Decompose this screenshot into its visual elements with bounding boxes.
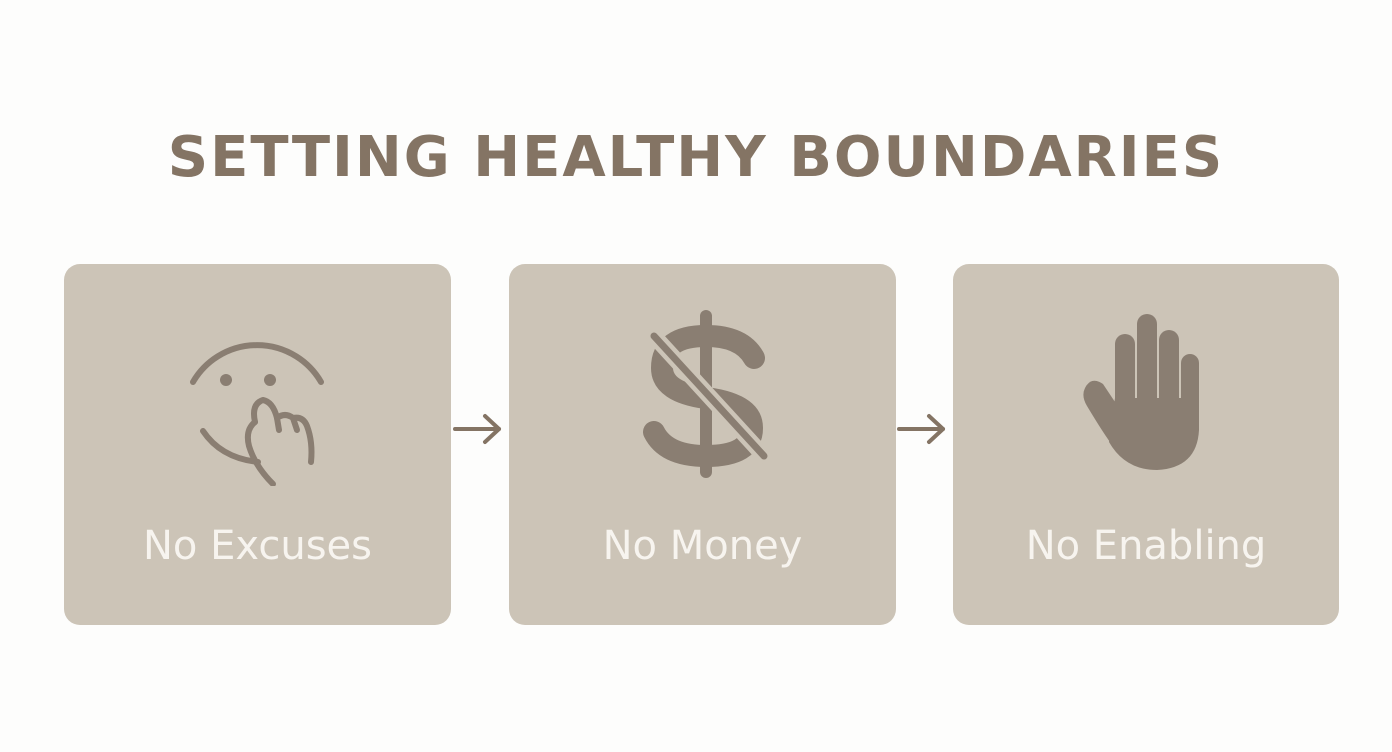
no-dollar-icon — [618, 306, 788, 486]
shushing-face-icon — [173, 306, 343, 486]
step-label: No Enabling — [1025, 523, 1267, 569]
stop-hand-icon — [1061, 306, 1231, 486]
arrow-right-icon — [895, 412, 949, 446]
step-card-no-excuses: No Excuses — [64, 264, 451, 625]
step-label: No Excuses — [143, 523, 372, 569]
arrow-right-icon — [451, 412, 505, 446]
step-label: No Money — [602, 523, 803, 569]
diagram-title: SETTING HEALTHY BOUNDARIES — [167, 125, 1225, 190]
step-card-no-money: No Money — [509, 264, 896, 625]
step-card-no-enabling: No Enabling — [953, 264, 1339, 625]
